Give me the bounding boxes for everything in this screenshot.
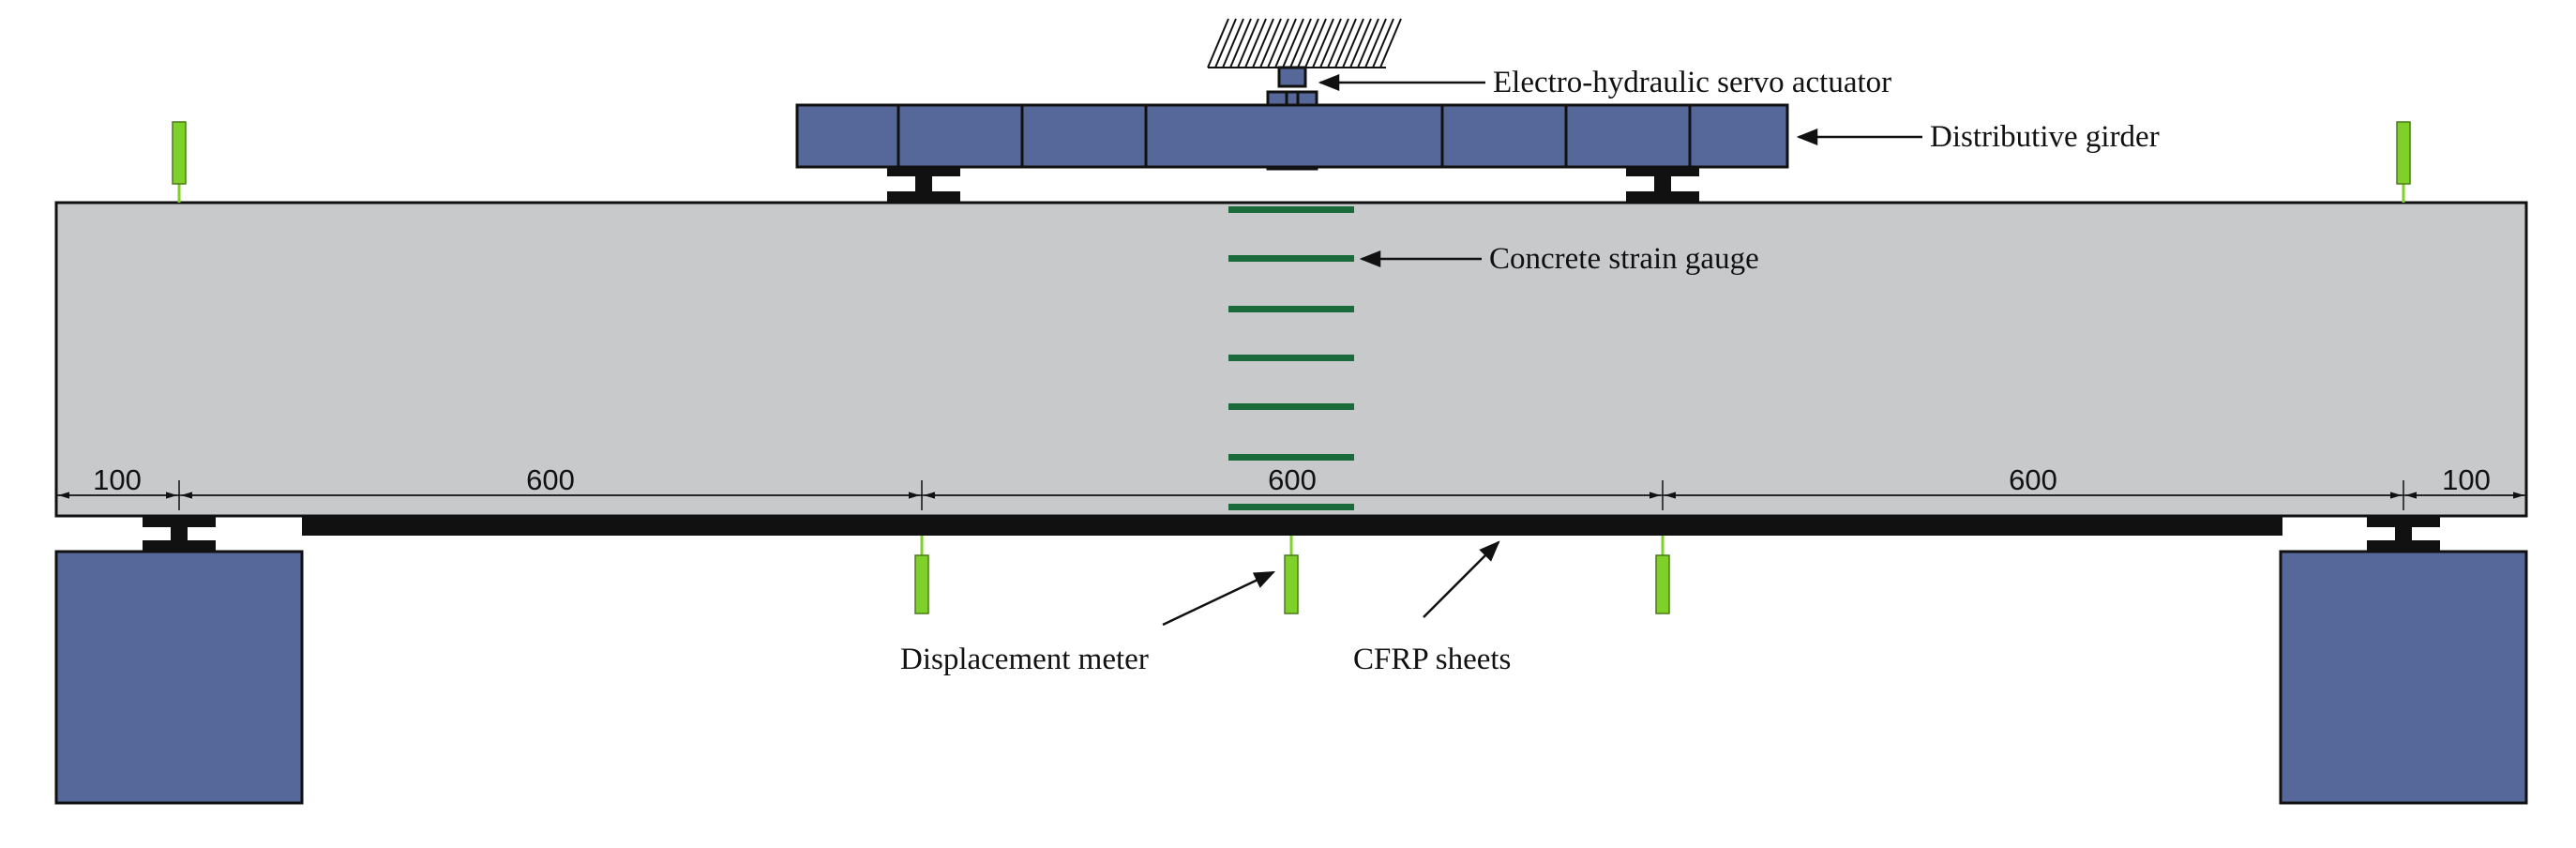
displacement-meter-callout-arrow	[1162, 570, 1276, 627]
cfrp-label: CFRP sheets	[1353, 643, 1511, 676]
actuator-label: Electro-hydraulic servo actuator	[1493, 66, 1891, 99]
strain-gauge	[1228, 454, 1354, 461]
strain-gauge-label: Concrete strain gauge	[1489, 242, 1759, 276]
strain-gauge	[1228, 306, 1354, 312]
callout-arrows	[1162, 74, 1922, 627]
pedestal-left	[54, 550, 304, 805]
pedestal-right	[2279, 550, 2528, 805]
loading-support-left	[887, 167, 960, 203]
dim-right-shear-span: 600	[2009, 463, 2057, 496]
strain-gauge	[1228, 355, 1354, 361]
strain-gauge	[1228, 206, 1354, 213]
dim-right-end: 100	[2442, 463, 2491, 496]
girder-label: Distributive girder	[1930, 120, 2160, 154]
end-support-left	[143, 516, 216, 552]
displacement-meter-bottom-right	[1655, 536, 1670, 614]
displacement-meter-top-right	[2396, 121, 2411, 203]
loading-support-right	[1626, 167, 1699, 203]
displacement-meter-bottom-left	[914, 536, 929, 614]
cfrp-callout-arrow	[1423, 540, 1500, 618]
displacement-meter-label: Displacement meter	[900, 643, 1149, 676]
dimension-line	[56, 480, 2526, 510]
distributive-girder	[795, 103, 1789, 169]
displacement-meter-bottom-mid	[1284, 536, 1299, 614]
dim-pure-bending-span: 600	[1268, 463, 1317, 496]
end-support-right	[2367, 516, 2440, 552]
strain-gauge	[1228, 403, 1354, 410]
cfrp-sheet	[302, 516, 2282, 536]
dim-left-shear-span: 600	[526, 463, 575, 496]
strain-gauge	[1228, 504, 1354, 510]
strain-gauge	[1228, 255, 1354, 262]
reaction-frame-hatch	[1207, 18, 1407, 68]
concrete-strain-gauges	[1228, 206, 1354, 510]
displacement-meter-top-left	[172, 121, 187, 203]
dim-left-end: 100	[93, 463, 142, 496]
